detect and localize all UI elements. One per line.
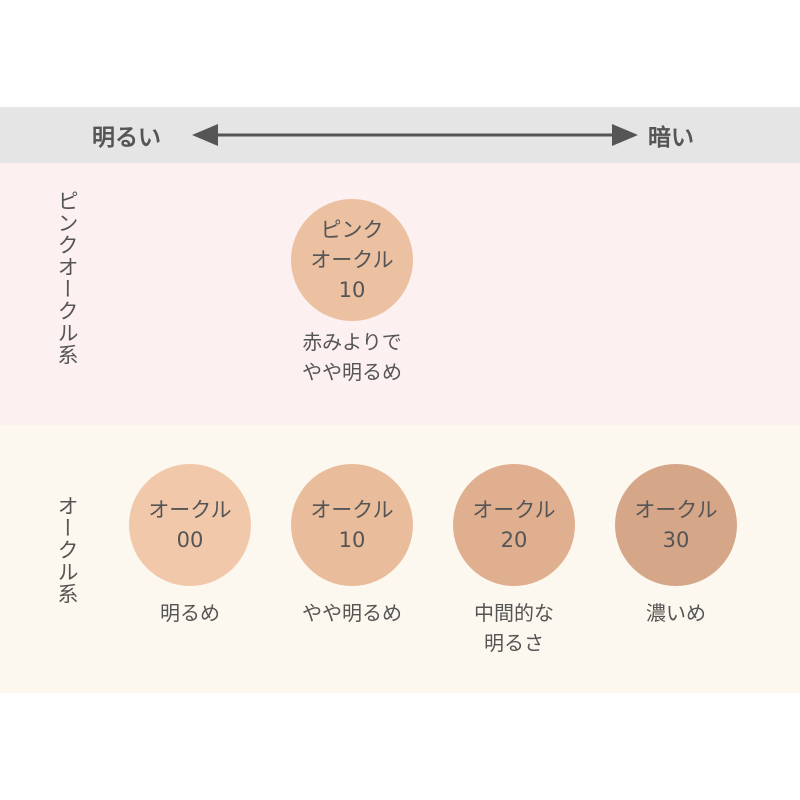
shade-number: 30	[662, 528, 690, 552]
shade-description: 中間的な明るさ	[429, 598, 599, 658]
shade-description: 明るめ	[105, 598, 275, 628]
shade-description: やや明るめ	[267, 598, 437, 628]
shade-name: オークル	[472, 498, 556, 522]
shade-name: オークル	[310, 498, 394, 522]
row-label-ochre: オークル系	[55, 495, 79, 605]
shade-number: 10	[338, 278, 366, 302]
double-arrow-icon	[192, 124, 638, 146]
shade-swatch-ochre-00: オークル 00	[129, 464, 251, 586]
shade-swatch-ochre-30: オークル 30	[615, 464, 737, 586]
shade-number: 20	[500, 528, 528, 552]
shade-name: ピンク	[320, 218, 384, 242]
desc-line: 赤みよりで	[302, 330, 402, 354]
shade-number: 10	[338, 528, 366, 552]
shade-swatch-ochre-10: オークル 10	[291, 464, 413, 586]
desc-line: 濃いめ	[646, 601, 706, 625]
shade-name: オークル	[634, 498, 718, 522]
bright-label: 明るい	[92, 125, 161, 151]
desc-line: 中間的な	[474, 601, 554, 625]
shade-name: オークル	[148, 498, 232, 522]
dark-label: 暗い	[648, 125, 694, 151]
shade-swatch-pink-ochre-10: ピンク オークル 10	[291, 199, 413, 321]
desc-line: 明るめ	[160, 601, 220, 625]
desc-line: 明るさ	[484, 631, 544, 655]
desc-line: やや明るめ	[302, 601, 402, 625]
shade-swatch-ochre-20: オークル 20	[453, 464, 575, 586]
row-label-pink-ochre: ピンクオークル系	[55, 190, 79, 366]
shade-number: 00	[176, 528, 204, 552]
shade-description: 赤みよりで やや明るめ	[267, 327, 437, 387]
shade-name: オークル	[310, 248, 394, 272]
shade-description: 濃いめ	[591, 598, 761, 628]
desc-line: やや明るめ	[302, 360, 402, 384]
